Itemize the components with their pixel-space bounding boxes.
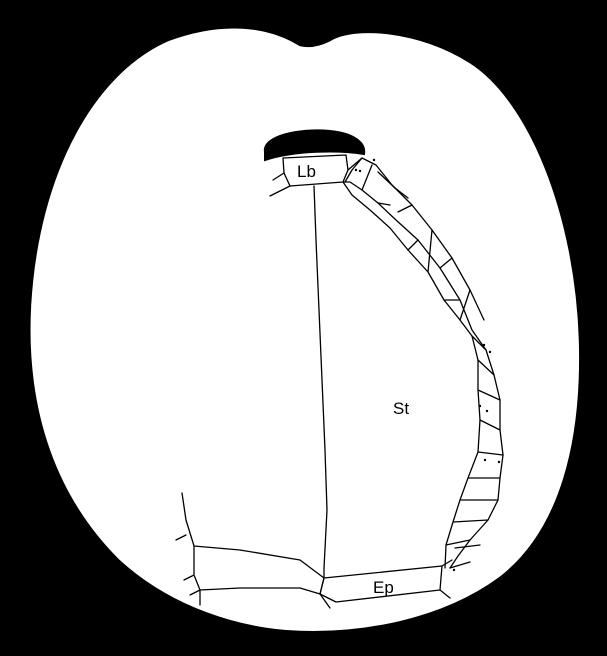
pore-dot xyxy=(359,170,361,172)
test-outline xyxy=(29,27,580,632)
pore-dot xyxy=(489,351,491,353)
pore-dot xyxy=(486,410,488,412)
pore-dot xyxy=(479,405,481,407)
labrum-label: Lb xyxy=(297,162,316,181)
episternum-label: Ep xyxy=(373,578,394,597)
pore-dot xyxy=(498,461,500,463)
pore-dot xyxy=(483,344,485,346)
pore-dot xyxy=(373,159,375,161)
pore-dot xyxy=(484,459,486,461)
sternum-label: St xyxy=(393,399,409,418)
pore-dot xyxy=(355,169,357,171)
pore-dot xyxy=(453,569,455,571)
